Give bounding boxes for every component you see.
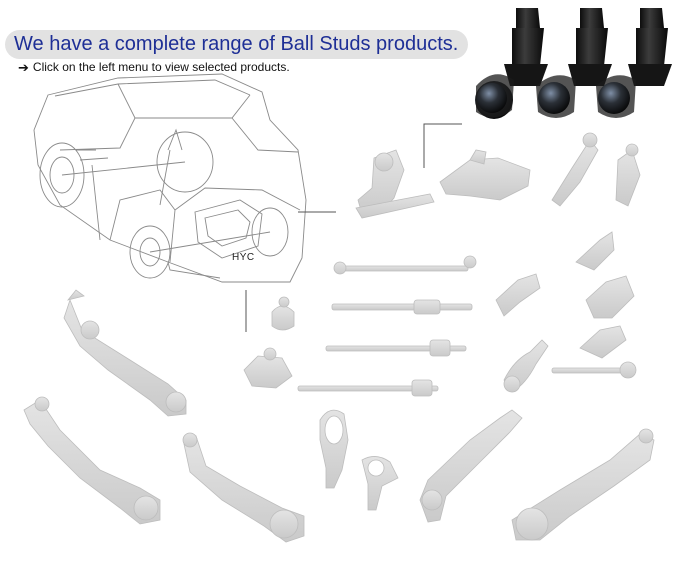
right-arrow-icon: ➔ (18, 59, 29, 75)
faded-parts (23, 132, 655, 543)
ball-studs (475, 8, 672, 119)
ball-stud-3 (596, 8, 672, 118)
page-title: We have a complete range of Ball Studs p… (5, 30, 469, 59)
car-diagram (33, 73, 307, 283)
instruction-text: ➔ Click on the left menu to view selecte… (18, 60, 290, 74)
instruction-label: Click on the left menu to view selected … (32, 60, 290, 74)
connector-lines (245, 123, 462, 332)
ball-stud-2 (536, 8, 612, 118)
car-brand-label: HYC (232, 252, 255, 263)
page-title-text: We have a complete range of Ball Studs p… (14, 33, 459, 55)
ball-stud-1 (475, 8, 548, 119)
